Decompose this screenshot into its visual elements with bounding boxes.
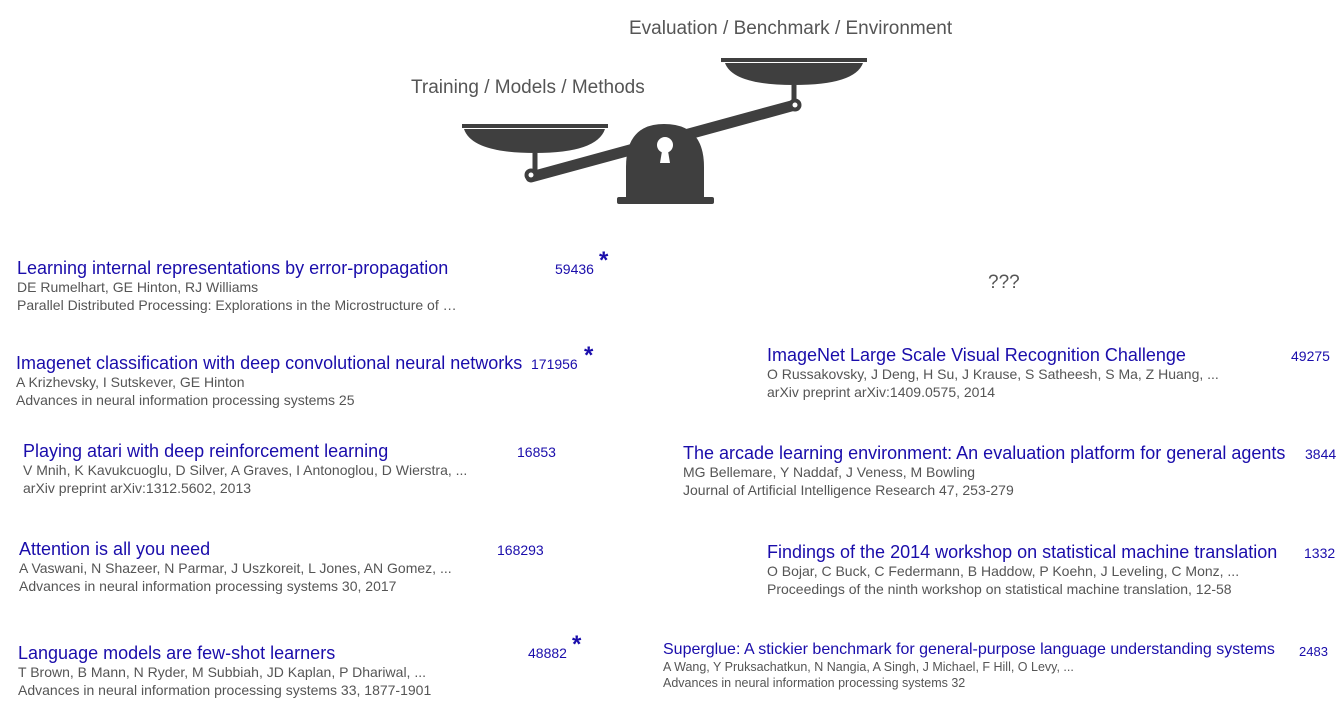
left-paper-entry: Learning internal representations by err… <box>17 258 457 314</box>
highlight-star: * <box>584 342 594 369</box>
paper-venue: Proceedings of the ninth workshop on sta… <box>767 581 1232 597</box>
left-paper-entry: Language models are few-shot learners T … <box>18 643 431 699</box>
paper-venue: Journal of Artificial Intelligence Resea… <box>683 482 1014 498</box>
paper-title-link[interactable]: Language models are few-shot learners <box>18 643 336 663</box>
right-paper-entry: The arcade learning environment: An eval… <box>683 443 1285 499</box>
paper-authors: A Vaswani, N Shazeer, N Parmar, J Uszkor… <box>19 560 452 576</box>
paper-title-link[interactable]: The arcade learning environment: An eval… <box>683 443 1286 463</box>
paper-venue: arXiv preprint arXiv:1409.0575, 2014 <box>767 384 996 400</box>
citation-count-link[interactable]: 48882 <box>528 645 567 661</box>
paper-authors: O Bojar, C Buck, C Federmann, B Haddow, … <box>767 563 1240 579</box>
unknown-placeholder: ??? <box>988 272 1020 293</box>
citation-count-link[interactable]: 168293 <box>497 542 544 558</box>
label-training-models-methods: Training / Models / Methods <box>411 77 645 98</box>
citation-count-link[interactable]: 2483 <box>1299 644 1328 659</box>
balance-scale-icon <box>462 58 867 204</box>
citation-count-link[interactable]: 59436 <box>555 261 594 277</box>
paper-authors: MG Bellemare, Y Naddaf, J Veness, M Bowl… <box>683 464 976 480</box>
paper-venue: Advances in neural information processin… <box>18 682 432 698</box>
citation-count-link[interactable]: 16853 <box>517 444 556 460</box>
left-paper-entry: Imagenet classification with deep convol… <box>16 353 522 409</box>
paper-authors: T Brown, B Mann, N Ryder, M Subbiah, JD … <box>18 664 426 680</box>
paper-venue: Advances in neural information processin… <box>16 392 355 408</box>
paper-venue: arXiv preprint arXiv:1312.5602, 2013 <box>23 480 252 496</box>
citation-count-link[interactable]: 1332 <box>1304 545 1336 561</box>
right-paper-entry: Superglue: A stickier benchmark for gene… <box>663 641 1275 691</box>
paper-title-link[interactable]: Attention is all you need <box>19 539 211 559</box>
paper-authors: V Mnih, K Kavukcuoglu, D Silver, A Grave… <box>23 462 468 478</box>
left-paper-entry: Playing atari with deep reinforcement le… <box>23 441 467 497</box>
paper-authors: A Krizhevsky, I Sutskever, GE Hinton <box>16 374 245 390</box>
paper-title-link[interactable]: Findings of the 2014 workshop on statist… <box>767 542 1278 562</box>
right-paper-entry: ImageNet Large Scale Visual Recognition … <box>767 345 1219 401</box>
paper-venue: Parallel Distributed Processing: Explora… <box>17 297 457 313</box>
highlight-star: * <box>572 631 582 658</box>
highlight-star: * <box>599 247 609 274</box>
paper-authors: O Russakovsky, J Deng, H Su, J Krause, S… <box>767 366 1219 382</box>
paper-title-link[interactable]: Superglue: A stickier benchmark for gene… <box>663 641 1275 658</box>
right-paper-entry: Findings of the 2014 workshop on statist… <box>767 542 1277 598</box>
label-evaluation-benchmark-environment: Evaluation / Benchmark / Environment <box>629 18 953 39</box>
citation-count-link[interactable]: 171956 <box>531 356 578 372</box>
paper-title-link[interactable]: Playing atari with deep reinforcement le… <box>23 441 389 461</box>
paper-title-link[interactable]: ImageNet Large Scale Visual Recognition … <box>767 345 1186 365</box>
paper-authors: DE Rumelhart, GE Hinton, RJ Williams <box>17 279 259 295</box>
paper-title-link[interactable]: Imagenet classification with deep convol… <box>16 353 523 373</box>
paper-title-link[interactable]: Learning internal representations by err… <box>17 258 449 278</box>
citation-count-link[interactable]: 3844 <box>1305 446 1337 462</box>
citation-count-link[interactable]: 49275 <box>1291 348 1330 364</box>
left-paper-entry: Attention is all you need A Vaswani, N S… <box>19 539 452 595</box>
paper-venue: Advances in neural information processin… <box>663 676 966 690</box>
paper-authors: A Wang, Y Pruksachatkun, N Nangia, A Sin… <box>663 660 1074 674</box>
paper-venue: Advances in neural information processin… <box>19 578 397 594</box>
